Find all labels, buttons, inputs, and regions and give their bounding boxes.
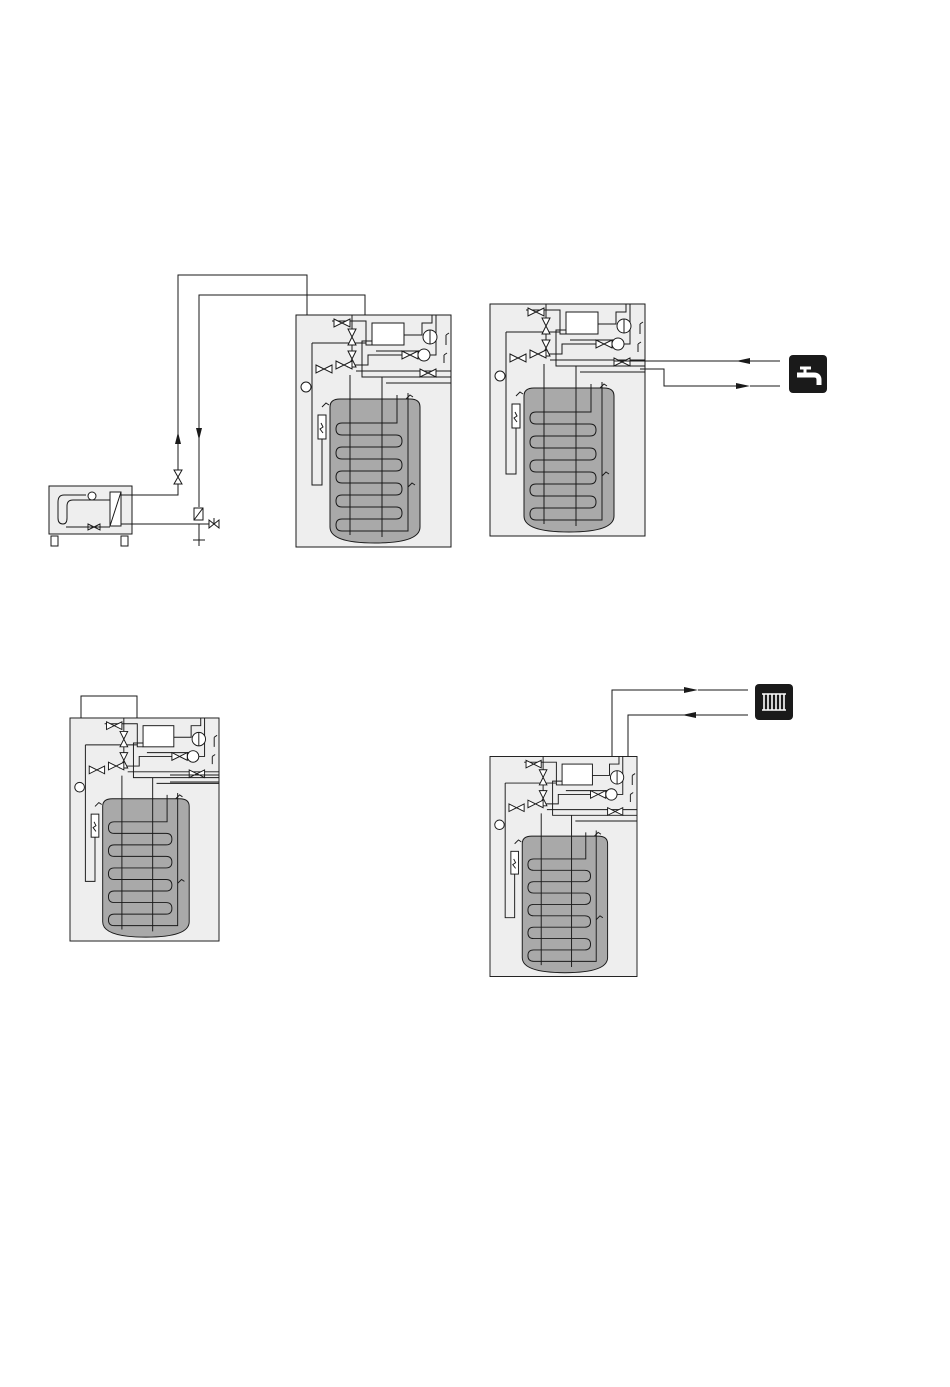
panel-hot-water-connection [490, 304, 827, 536]
indoor-module [490, 304, 645, 536]
outdoor-unit [49, 486, 132, 546]
panel-module-only [70, 696, 219, 941]
indoor-module [296, 315, 451, 547]
panel-outdoor-connection [49, 275, 451, 547]
indoor-module [490, 756, 637, 976]
hot-water-tap-icon [789, 355, 827, 393]
indoor-module [70, 718, 219, 941]
radiator-icon [755, 684, 793, 720]
panel-heating-connection [490, 684, 793, 977]
